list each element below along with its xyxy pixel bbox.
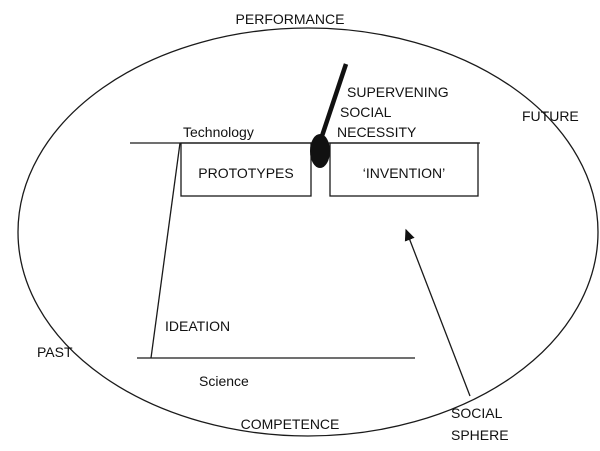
label-past: PAST [37, 344, 73, 360]
label-social-sphere-1: SOCIAL [451, 405, 503, 421]
label-social-sphere-2: SPHERE [451, 427, 509, 443]
social-sphere-arrow [404, 228, 471, 397]
invention-box [329, 142, 479, 197]
label-performance: PERFORMANCE [236, 11, 345, 27]
label-invention: ‘INVENTION’ [363, 165, 445, 181]
label-necessity: NECESSITY [337, 124, 417, 140]
social-sphere-ellipse [17, 27, 599, 437]
label-competence: COMPETENCE [241, 416, 340, 432]
necessity-lever [317, 63, 349, 143]
label-future: FUTURE [522, 108, 579, 124]
label-supervening: SUPERVENING [347, 84, 449, 100]
necessity-blob [310, 134, 330, 168]
label-ideation: IDEATION [165, 318, 230, 334]
label-technology: Technology [183, 124, 254, 140]
prototypes-box [180, 142, 312, 197]
label-science: Science [199, 373, 249, 389]
label-prototypes: PROTOTYPES [198, 165, 293, 181]
label-social: SOCIAL [340, 104, 392, 120]
ideation-line [150, 142, 181, 359]
